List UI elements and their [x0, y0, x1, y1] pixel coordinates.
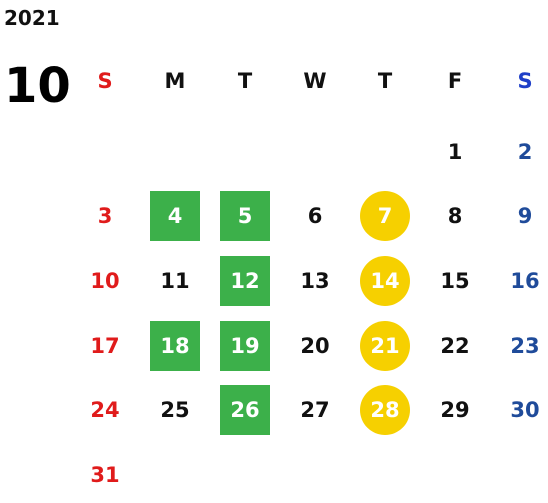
week-row-5: 24 25 26 27 28 29 30: [70, 385, 540, 435]
day-cell: 31: [90, 463, 120, 487]
day-cell-green: 5: [210, 191, 280, 241]
day-cell-green: 12: [210, 256, 280, 306]
weekday-wednesday: W: [303, 69, 327, 93]
day-cell: [140, 127, 210, 177]
day-cell: 16: [510, 269, 540, 293]
day-cell: 17: [90, 334, 120, 358]
week-row-1: 1 2: [70, 127, 540, 177]
day-cell: 1: [447, 140, 463, 164]
weekday-sunday: S: [97, 69, 113, 93]
day-cell: 8: [447, 204, 463, 228]
day-cell: 9: [517, 204, 533, 228]
day-cell: 2: [517, 140, 533, 164]
day-cell: 25: [160, 398, 190, 422]
day-cell: 6: [307, 204, 323, 228]
day-cell: 3: [97, 204, 113, 228]
day-cell-yellow: 21: [350, 321, 420, 371]
day-cell: 30: [510, 398, 540, 422]
day-cell-green: 26: [210, 385, 280, 435]
weekday-monday: M: [164, 69, 186, 93]
day-cell: [70, 127, 140, 177]
week-row-3: 10 11 12 13 14 15 16: [70, 256, 540, 306]
weekday-tuesday: T: [237, 69, 253, 93]
day-cell: [140, 450, 210, 500]
day-cell: [210, 450, 280, 500]
day-cell: [420, 450, 490, 500]
day-cell: 20: [300, 334, 330, 358]
day-cell: [210, 127, 280, 177]
week-row-6: 31: [70, 450, 540, 500]
day-cell: 27: [300, 398, 330, 422]
day-cell: 24: [90, 398, 120, 422]
day-cell: 10: [90, 269, 120, 293]
day-cell-yellow: 14: [350, 256, 420, 306]
day-cell: [280, 127, 350, 177]
day-cell-yellow: 28: [350, 385, 420, 435]
weekday-thursday: T: [377, 69, 393, 93]
day-cell: [490, 450, 548, 500]
week-row-4: 17 18 19 20 21 22 23: [70, 321, 540, 371]
weekday-header: S M T W T F S: [70, 66, 540, 96]
day-cell-yellow: 7: [350, 191, 420, 241]
day-cell: [350, 450, 420, 500]
weekday-friday: F: [447, 69, 463, 93]
day-cell: 23: [510, 334, 540, 358]
day-cell: 13: [300, 269, 330, 293]
day-cell: 22: [440, 334, 470, 358]
day-cell: 11: [160, 269, 190, 293]
day-cell: [280, 450, 350, 500]
week-row-2: 3 4 5 6 7 8 9: [70, 191, 540, 241]
day-cell: [350, 127, 420, 177]
day-cell-green: 19: [210, 321, 280, 371]
day-cell-green: 4: [140, 191, 210, 241]
month-number: 10: [4, 58, 71, 114]
day-cell: 15: [440, 269, 470, 293]
day-cell-green: 18: [140, 321, 210, 371]
weekday-saturday: S: [517, 69, 533, 93]
year-label: 2021: [4, 6, 60, 30]
day-cell: 29: [440, 398, 470, 422]
